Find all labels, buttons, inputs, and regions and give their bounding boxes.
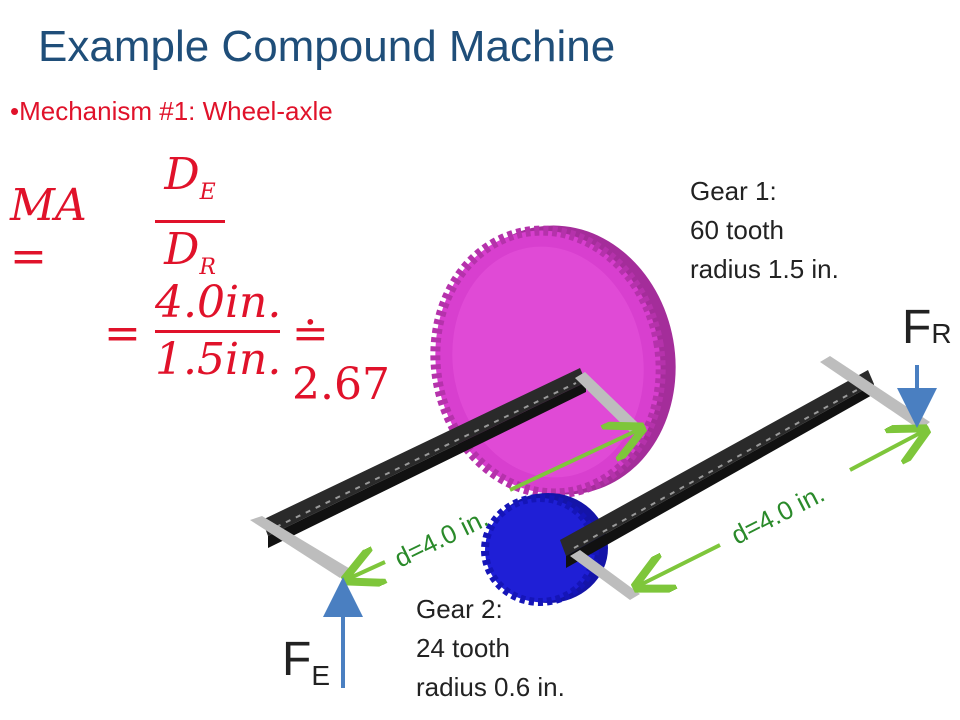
distance-label-left: d=4.0 in. — [389, 502, 492, 573]
distance-label-right: d=4.0 in. — [726, 478, 829, 550]
gear-2-icon — [481, 493, 608, 606]
fraction-numerator-4in: 4.0in. — [155, 277, 282, 328]
fraction-4-over-1-5: 4.0in. 1.5in. — [155, 277, 282, 385]
dimension-line-right — [849, 432, 922, 472]
fraction-denominator-1-5in: 1.5in. — [155, 334, 282, 385]
slide-title: Example Compound Machine — [38, 22, 616, 71]
gear-2-label: Gear 2: 24 tooth radius 0.6 in. — [416, 594, 565, 702]
dimension-line-left-lower — [350, 562, 385, 578]
left-axle-bar — [250, 368, 640, 578]
formula-result: ≐ 2.67 — [292, 308, 390, 410]
fraction-numerator-de: DE — [164, 149, 216, 205]
formula-lhs: MA = — [10, 180, 87, 282]
dimension-line-left — [509, 430, 638, 492]
gear-1-label: Gear 1: 60 tooth radius 1.5 in. — [690, 176, 839, 284]
mechanism-bullet: •Mechanism #1: Wheel-axle — [10, 96, 333, 126]
fraction-de-dr: DE DR — [155, 150, 225, 293]
dimension-line-right-lower — [640, 543, 721, 585]
formula-equals: = — [104, 308, 141, 359]
force-r-label: FR — [902, 301, 952, 354]
force-e-label: FE — [282, 633, 331, 691]
fraction-denominator-dr: DR — [164, 223, 216, 280]
